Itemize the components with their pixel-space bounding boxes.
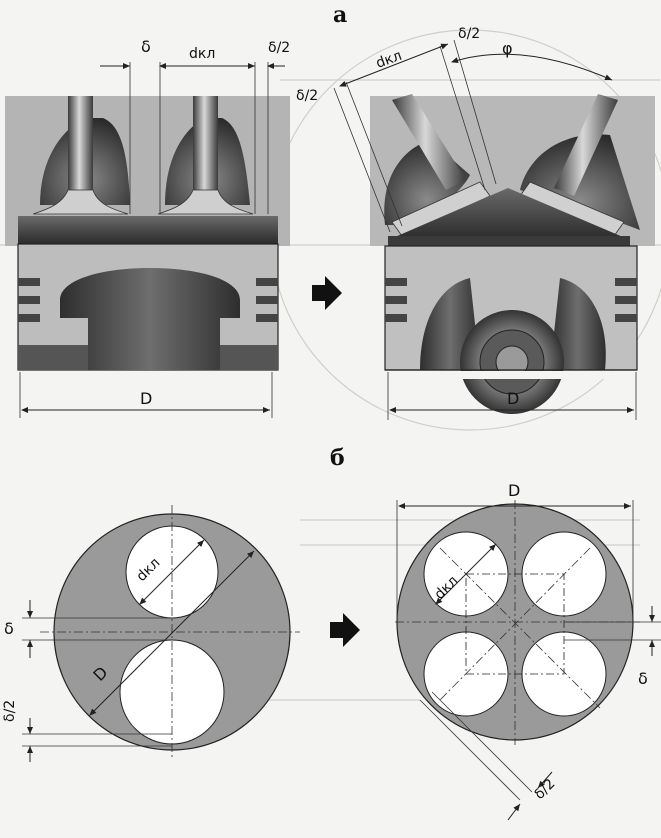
- ring-groove: [18, 314, 40, 322]
- delta-half-label-slant-left: δ/2: [296, 88, 318, 104]
- delta-label-plan-right: δ: [638, 669, 648, 688]
- skirt-right: [550, 278, 606, 370]
- delta-label: δ: [141, 37, 151, 56]
- crown-rim: [388, 236, 630, 246]
- piston-pin-boss-right: [220, 345, 278, 370]
- right-valve-head: [157, 189, 254, 215]
- delta-half-label-plan-right: δ/2: [532, 776, 559, 803]
- boss-mask: [385, 371, 637, 379]
- delta-half-label-slant-right: δ/2: [458, 26, 480, 42]
- piston-crown: [18, 216, 278, 244]
- ring-groove: [18, 296, 40, 304]
- pent-roof-crown: [388, 188, 630, 240]
- ring-groove: [615, 278, 637, 286]
- bore-label-left: D: [140, 389, 152, 408]
- section-label-b: б: [330, 445, 345, 471]
- ring-groove: [18, 278, 40, 286]
- ring-groove: [385, 314, 407, 322]
- left-valve-head: [32, 189, 129, 215]
- ring-groove: [385, 278, 407, 286]
- four-valve-plan-view: dкл D δ δ/2: [395, 481, 661, 821]
- right-slanted-valve-stem: [554, 94, 618, 196]
- ring-groove: [615, 314, 637, 322]
- ring-groove: [256, 314, 278, 322]
- four-valve-section-view: δ/2 dкл δ/2 φ D: [296, 26, 655, 420]
- ring-groove: [615, 296, 637, 304]
- right-valve-stem: [193, 96, 218, 206]
- d-valve-label-slant: dкл: [374, 48, 404, 72]
- left-valve-stem: [68, 96, 93, 206]
- delta-half-label: δ/2: [268, 40, 290, 56]
- ring-groove: [256, 278, 278, 286]
- two-valve-plan-view: dкл D δ δ/2: [2, 505, 300, 762]
- delta-label-plan: δ: [4, 619, 14, 638]
- ring-groove: [256, 296, 278, 304]
- ring-groove: [385, 296, 407, 304]
- transition-arrow-top: [312, 276, 342, 310]
- two-valve-section-view: δ dкл δ/2 D: [5, 37, 290, 418]
- d-valve-label: dкл: [189, 46, 215, 62]
- phi-label: φ: [502, 39, 513, 58]
- left-slanted-valve-stem: [392, 94, 466, 190]
- bore-label-plan-right: D: [508, 481, 520, 500]
- delta-half-label-plan: δ/2: [2, 700, 18, 722]
- section-label-a: а: [333, 2, 347, 28]
- piston-cavity: [60, 268, 240, 370]
- bore-label-right: D: [507, 389, 519, 408]
- piston-pin-boss-left: [18, 345, 88, 370]
- transition-arrow-bottom: [330, 613, 360, 647]
